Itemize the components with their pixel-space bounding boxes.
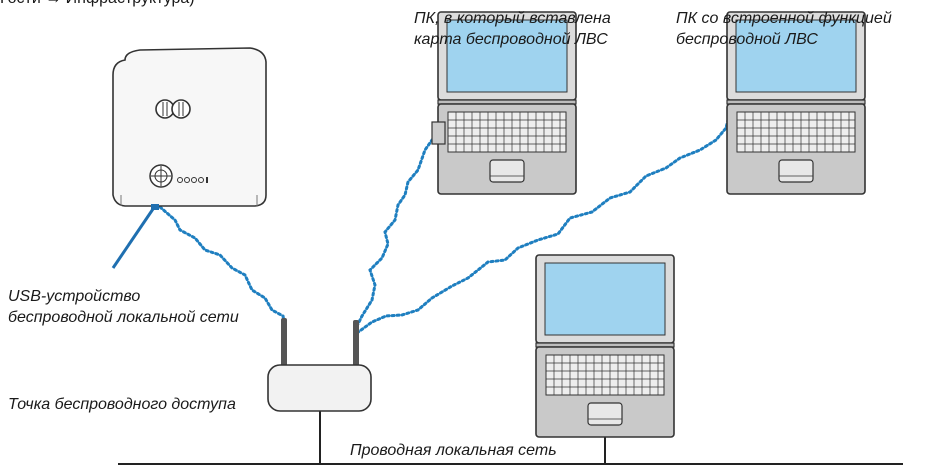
wireless-lan-card <box>431 121 446 145</box>
label-pc-card: ПК, в который вставлена карта беспроводн… <box>414 8 611 50</box>
laptop-wired <box>535 254 675 438</box>
label-pc-builtin-line1: ПК со встроенной функцией <box>676 10 892 27</box>
projector <box>112 47 267 210</box>
usb-wireless-device <box>151 204 159 210</box>
label-usb-device: USB-устройство беспроводной локальной се… <box>8 286 239 328</box>
label-pc-builtin-line2: беспроводной ЛВС <box>676 31 818 48</box>
wireless-links <box>158 118 730 335</box>
label-pc-card-line1: ПК, в который вставлена <box>414 10 611 27</box>
wired-lan <box>118 411 903 465</box>
label-usb-line2: беспроводной локальной сети <box>8 309 239 326</box>
wireless-link-projector <box>158 205 287 328</box>
label-usb-line1: USB-устройство <box>8 288 141 305</box>
label-access-point: Точка беспроводного доступа <box>8 396 236 413</box>
label-pc-card-line2: карта беспроводной ЛВС <box>414 31 608 48</box>
label-pc-builtin: ПК со встроенной функцией беспроводной Л… <box>676 8 892 50</box>
access-point <box>267 318 372 412</box>
usb-pointer-line <box>111 208 155 269</box>
label-wired-lan: Проводная локальная сеть <box>350 442 557 459</box>
wireless-link-pc-builtin <box>355 118 730 335</box>
wireless-link-pc-card <box>355 138 434 328</box>
top-caption: Гости → Инфраструктура) <box>0 0 195 8</box>
